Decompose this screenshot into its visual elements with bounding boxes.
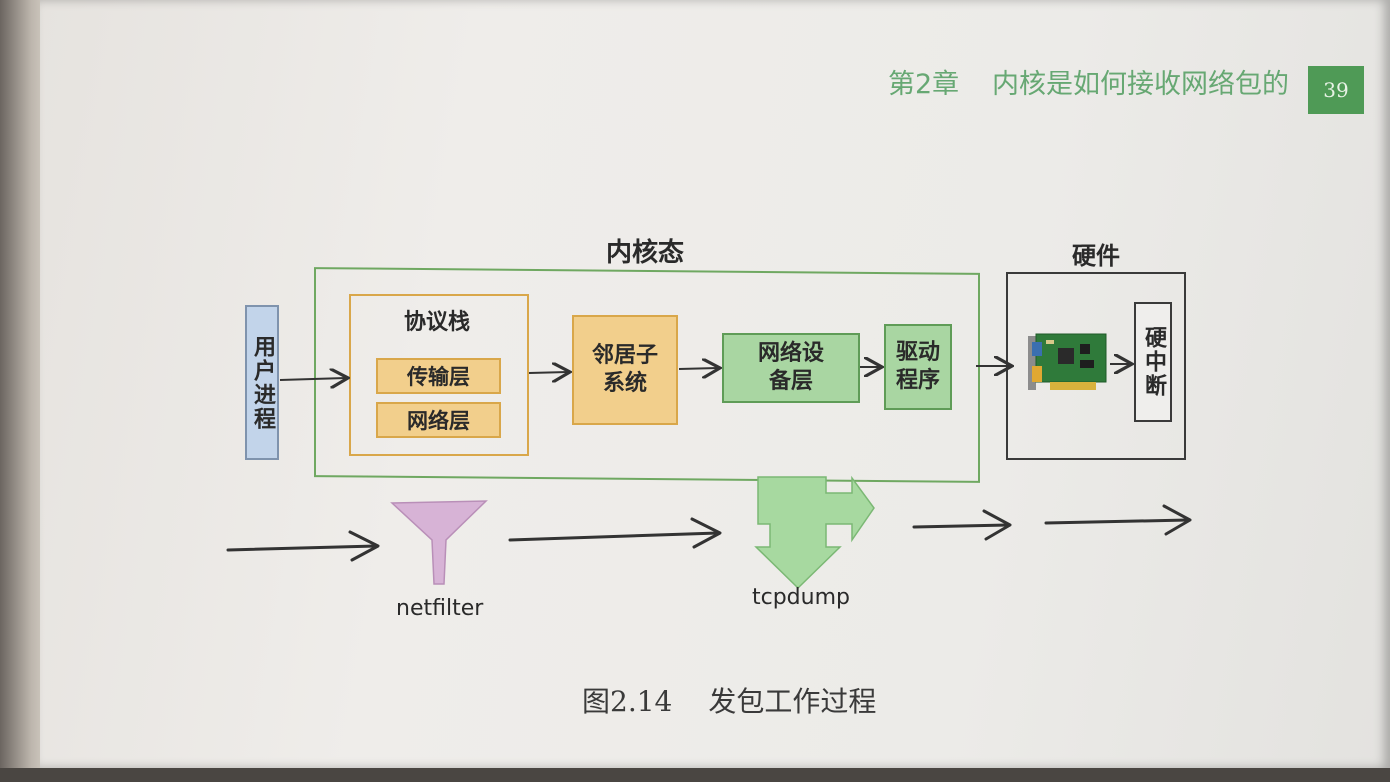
flow-arrow-2 (508, 531, 720, 542)
figure-number: 图2.14 (582, 685, 673, 718)
flow-arrow-3 (912, 523, 1010, 529)
arrow-neighbor-to-device (678, 368, 718, 369)
netfilter-label: netfilter (396, 596, 484, 621)
tcpdump-split-arrow-icon (754, 475, 875, 590)
hardware-label: 硬件 (1072, 242, 1120, 270)
funnel-icon (390, 500, 488, 585)
figure-caption: 图2.14 发包工作过程 (582, 680, 876, 720)
flow-arrow-4 (1044, 518, 1190, 525)
network-card-image (1028, 330, 1110, 396)
network-device-layer-box: 网络设备层 (722, 333, 860, 403)
driver-box: 驱动程序 (884, 324, 952, 410)
chapter-title: 内核是如何接收网络包的 (992, 69, 1289, 100)
network-layer-box: 网络层 (376, 402, 501, 438)
bottom-shadow (0, 768, 1390, 782)
page-number-badge: 39 (1308, 66, 1364, 114)
chapter-label: 第2章 (888, 69, 960, 100)
flow-arrow-1 (226, 544, 378, 552)
kernel-mode-label: 内核态 (606, 238, 685, 268)
protocol-stack-label: 协议栈 (404, 310, 471, 335)
tcpdump-label: tcpdump (752, 585, 850, 610)
arrow-user-to-stack (279, 378, 346, 380)
transport-layer-box: 传输层 (376, 358, 501, 394)
neighbor-subsystem-box: 邻居子系统 (572, 315, 678, 425)
hard-interrupt-box: 硬中断 (1134, 302, 1172, 422)
user-process-box: 用户进程 (245, 305, 279, 460)
arrow-stack-to-neighbor (528, 372, 568, 373)
figure-title: 发包工作过程 (708, 685, 877, 718)
